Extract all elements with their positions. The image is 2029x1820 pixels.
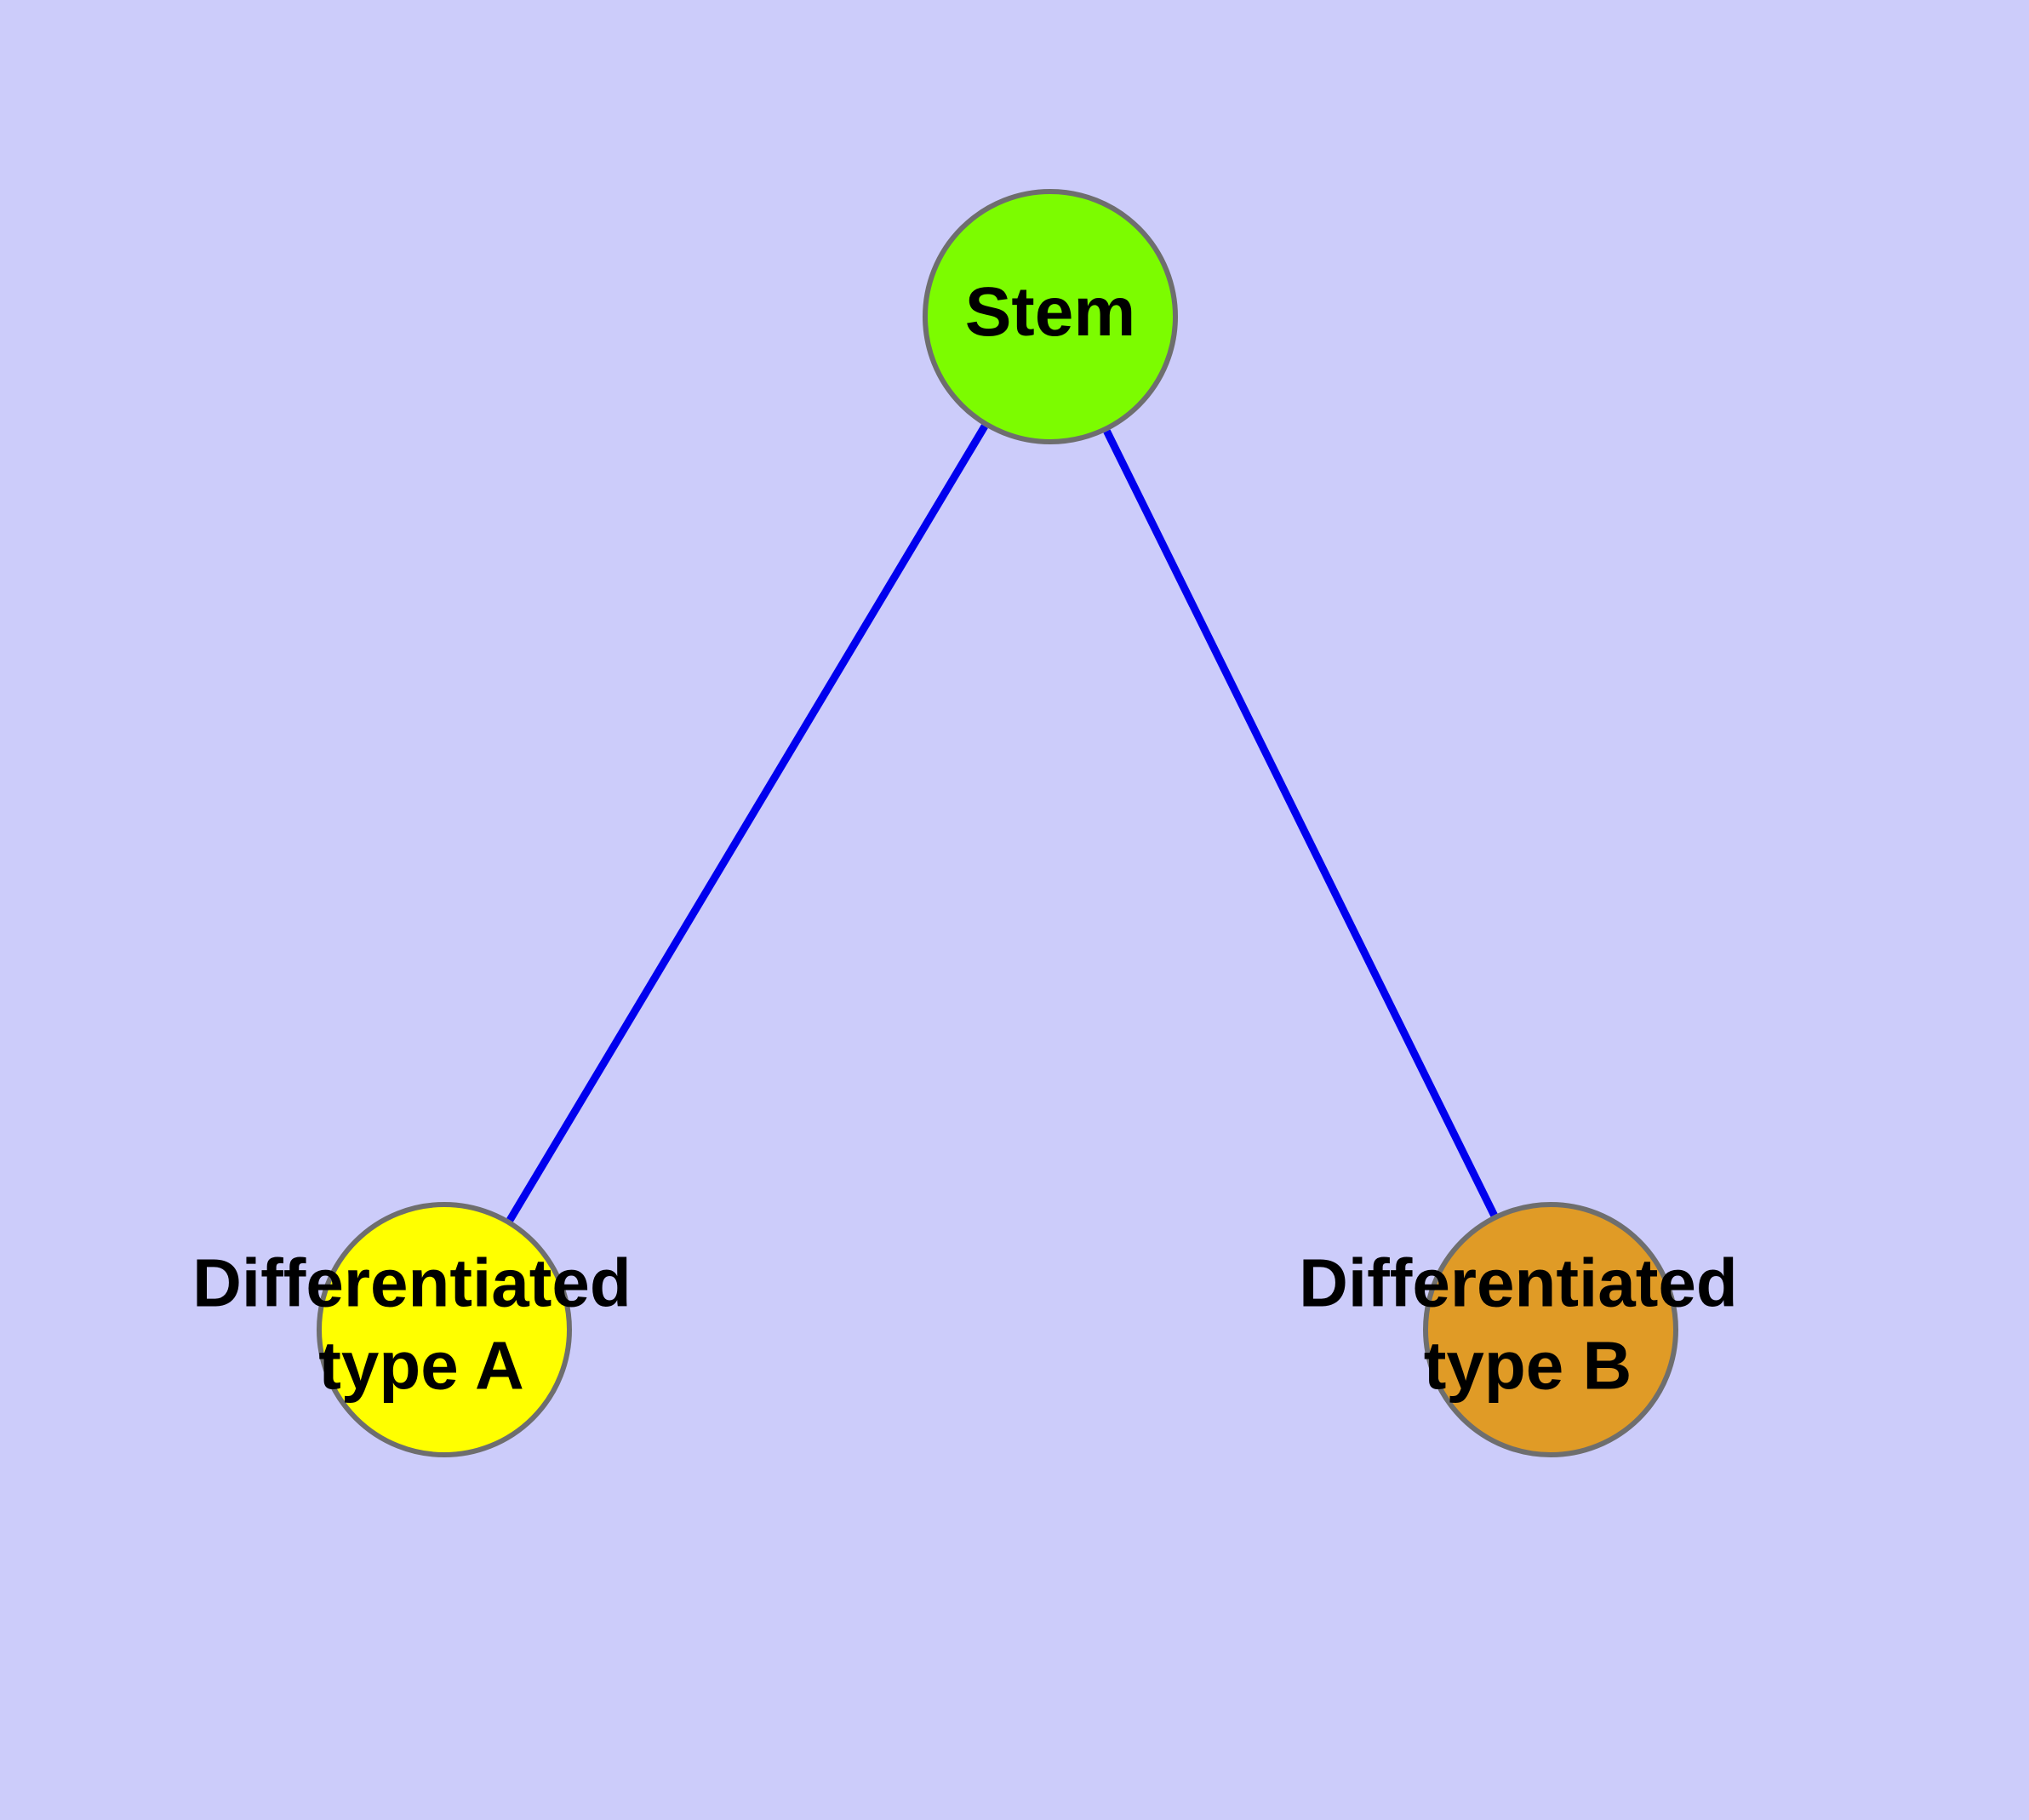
edge-stem-to-differentiated-a[interactable]	[506, 424, 988, 1222]
node-differentiated-type-b[interactable]: Differentiated type B	[1299, 1202, 1757, 1457]
edge-stem-to-differentiated-b[interactable]	[1103, 429, 1498, 1217]
node-differentiated-type-a-circle[interactable]	[317, 1202, 572, 1457]
node-stem[interactable]: Stem	[923, 189, 1178, 444]
node-differentiated-type-a-label: Differentiated type A	[192, 1245, 650, 1404]
node-differentiated-type-a[interactable]: Differentiated type A	[192, 1202, 650, 1457]
node-stem-label: Stem	[965, 273, 1136, 351]
node-differentiated-type-b-circle[interactable]	[1423, 1202, 1678, 1457]
node-stem-circle[interactable]	[923, 189, 1178, 444]
node-differentiated-type-b-label: Differentiated type B	[1299, 1245, 1757, 1404]
nodes-layer: Stem Differentiated type A Differentiate…	[192, 189, 1757, 1457]
edges-layer	[506, 424, 1498, 1222]
